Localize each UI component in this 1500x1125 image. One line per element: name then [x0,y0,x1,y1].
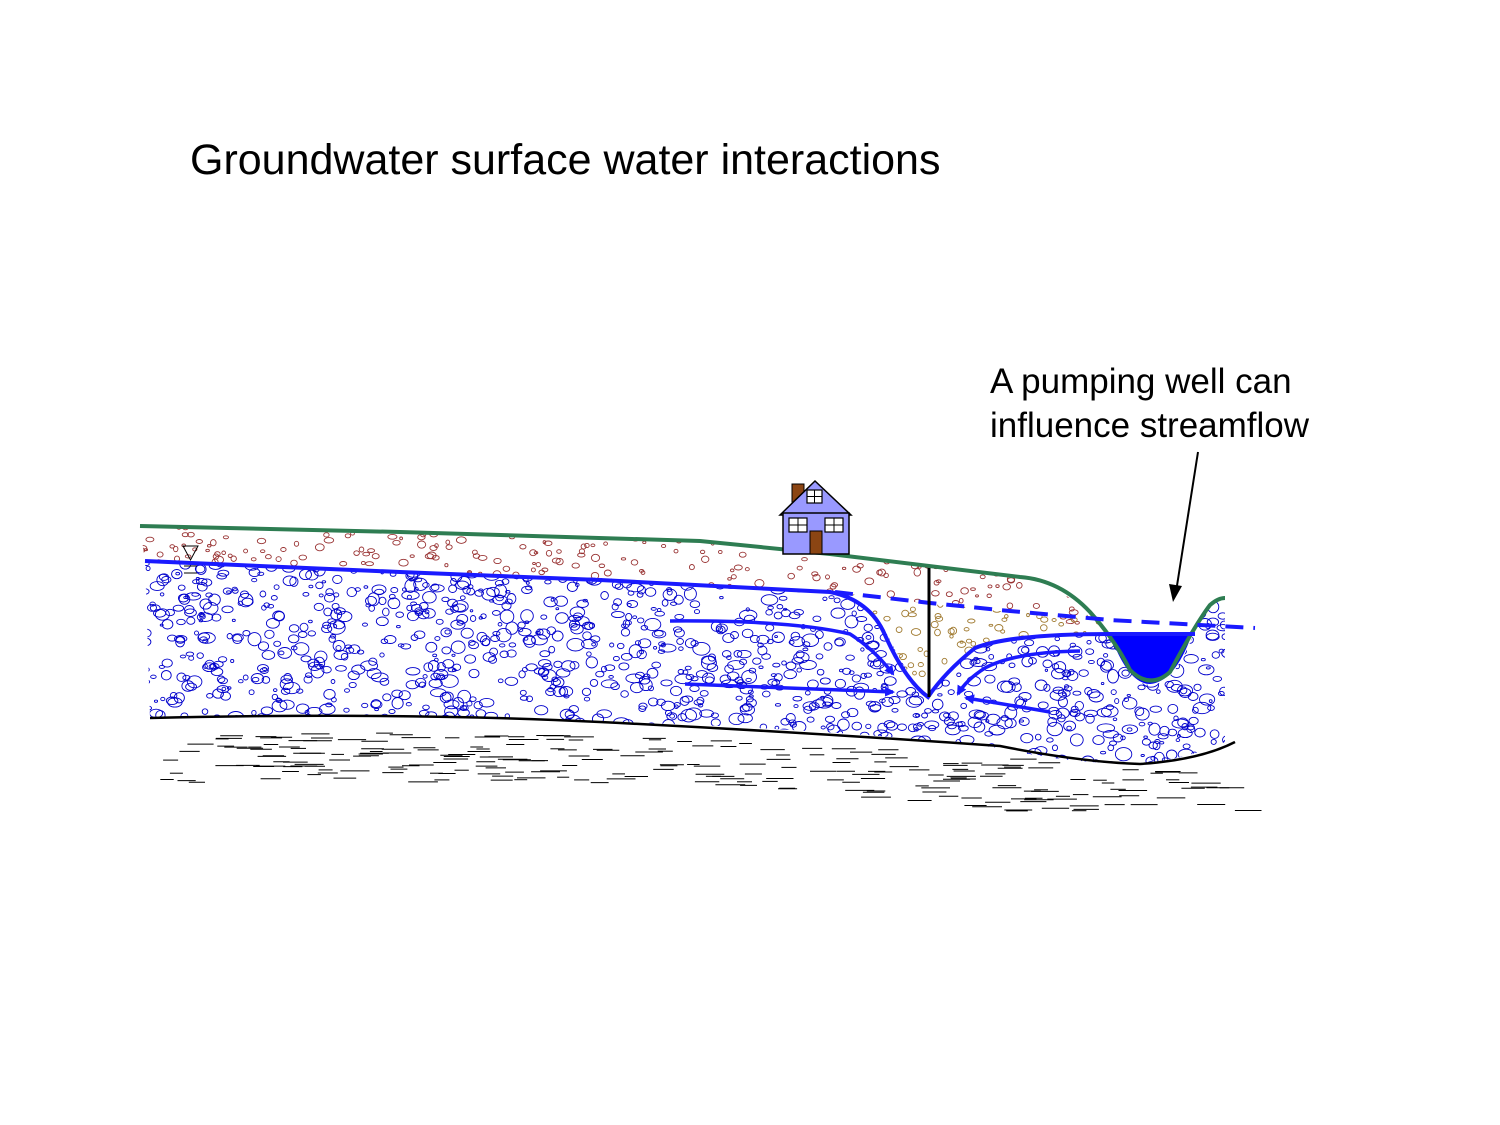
original-water-table-dashed [834,590,1256,630]
diagram-title: Groundwater surface water interactions [190,136,941,184]
water-table-triangle-icon [182,545,199,574]
callout-line-2: influence streamflow [990,406,1310,445]
aquifer-base-line [149,714,1236,766]
flow-arrow-upper-left [669,619,895,676]
flow-arrow-lower-right [964,694,1051,714]
flow-arrow-upper-right [956,649,1081,696]
flow-arrow-lower-left [684,682,895,697]
aquifer-texture [145,561,1225,764]
confining-layer-texture [160,732,1262,812]
land-surface-line [139,524,1226,683]
callout-text: A pumping well can influence streamflow [990,360,1309,448]
callout-arrow-head [1169,584,1182,602]
callout-line-1: A pumping well can [990,362,1292,401]
house-icon [778,479,853,555]
callout-arrow [1175,451,1199,593]
